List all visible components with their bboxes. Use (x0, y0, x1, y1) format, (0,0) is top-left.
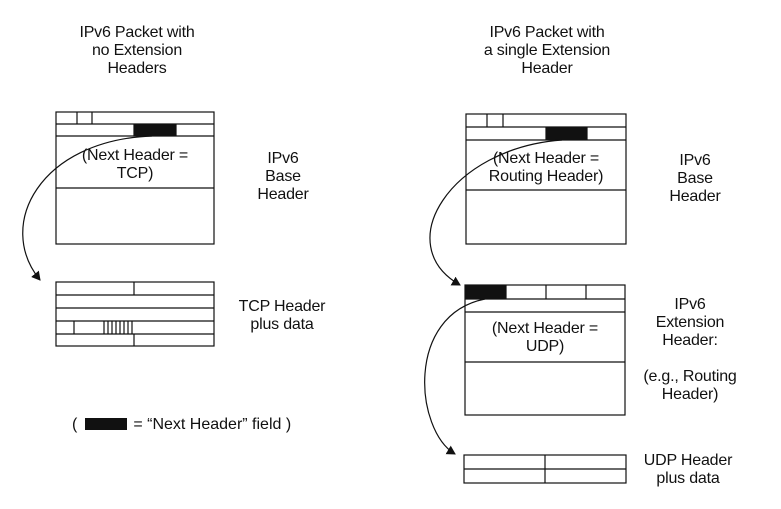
right-ext-to-udp-arrow (424, 298, 486, 455)
right-panel-title: IPv6 Packet with a single Extension Head… (483, 24, 611, 77)
right-base-to-ext-arrow (429, 139, 563, 286)
legend: ( = “Next Header” field ) (72, 416, 291, 434)
right-base-header-field-label: (Next Header = Routing Header) (488, 150, 604, 185)
left-next-header-field (134, 124, 176, 136)
right-ext-next-header-field (465, 285, 506, 299)
legend-close-paren: ) (285, 416, 292, 433)
legend-next-header-swatch (85, 418, 128, 430)
left-tcp-header-box (55, 281, 215, 347)
right-ext-header-field-label: (Next Header = UDP) (491, 320, 599, 355)
left-tcp-header-label: TCP Header plus data (238, 298, 326, 333)
right-ext-header-label: IPv6 Extension Header: (655, 296, 725, 349)
legend-open-paren: ( (72, 416, 78, 433)
legend-text: = “Next Header” field (133, 416, 282, 433)
left-base-header-field-label: (Next Header = TCP) (81, 147, 189, 182)
right-udp-header-label: UDP Header plus data (643, 452, 733, 487)
right-udp-header-box (463, 454, 627, 484)
right-base-next-header-field (546, 127, 587, 140)
left-base-header-label: IPv6 Base Header (257, 150, 309, 203)
right-base-header-label: IPv6 Base Header (669, 152, 721, 205)
left-panel-title: IPv6 Packet with no Extension Headers (79, 24, 195, 77)
left-ipv6-base-header-box (55, 111, 215, 245)
left-next-header-arrow (22, 135, 153, 281)
right-ext-header-example: (e.g., Routing Header) (643, 368, 737, 403)
